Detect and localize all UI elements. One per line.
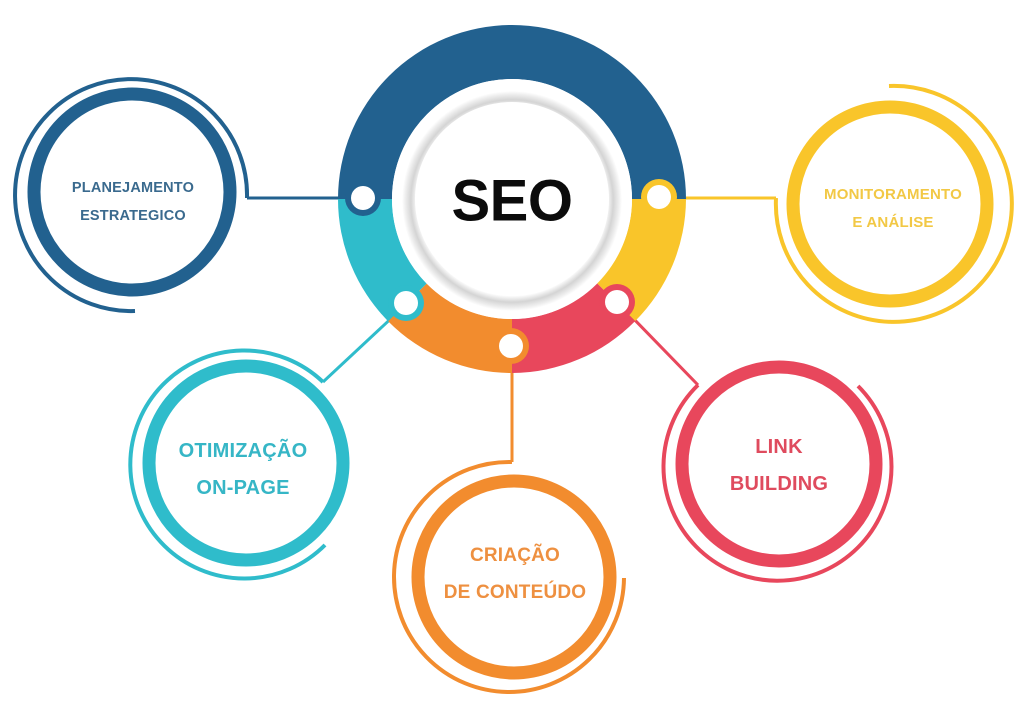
satellite-arc-criacao: [392, 459, 626, 694]
hub-disc-inner: [415, 102, 609, 296]
label-line: CRIAÇÃO: [469, 545, 561, 566]
hub-nodes: [345, 179, 677, 364]
label-line: MONITORAMENTO: [824, 186, 962, 203]
label-line: ON-PAGE: [196, 477, 290, 499]
hub-title: SEO: [451, 168, 574, 234]
label-line: BUILDING: [729, 473, 829, 495]
label-monitoramento-analise: MONITORAMENTO E ANÁLISE: [824, 181, 962, 237]
satellite-arc-monitoramento: [773, 83, 1014, 324]
satellite-planejamento: [13, 77, 250, 314]
label-line: LINK: [755, 436, 803, 458]
node-dot-yellow: [647, 185, 671, 209]
connectors: [247, 196, 776, 462]
label-line: PLANEJAMENTO: [71, 180, 195, 196]
label-line: E ANÁLISE: [852, 214, 934, 231]
satellite-link: [661, 360, 894, 583]
connector-otimizacao: [321, 310, 400, 384]
label-line: ESTRATEGICO: [80, 208, 186, 224]
satellite-ring-monitoramento: [786, 100, 994, 308]
label-line: DE CONTEÚDO: [443, 582, 587, 603]
node-dot-red: [605, 290, 629, 314]
label-planejamento-estrategico: PLANEJAMENTO ESTRATEGICO: [72, 174, 194, 230]
connector-link: [626, 311, 700, 387]
satellite-arc-planejamento: [13, 77, 250, 314]
satellite-monitoramento: [773, 83, 1014, 324]
node-dot-teal: [394, 291, 418, 315]
label-criacao-conteudo: CRIAÇÃO DE CONTEÚDO: [444, 537, 587, 611]
satellite-ring-link: [675, 360, 883, 568]
satellite-ring-planejamento: [27, 87, 237, 297]
satellite-arc-otimizacao: [128, 348, 327, 581]
satellite-otimizacao: [128, 348, 350, 581]
satellite-criacao: [392, 459, 626, 694]
satellite-ring-otimizacao: [142, 359, 350, 567]
label-line: OTIMIZAÇÃO: [178, 440, 308, 462]
satellite-arc-link: [661, 383, 894, 583]
node-dot-orange: [499, 334, 523, 358]
satellite-ring-criacao: [411, 474, 617, 680]
ring-segment-blue: [338, 25, 686, 199]
label-link-building: LINK BUILDING: [730, 429, 828, 503]
node-dot-blue: [351, 186, 375, 210]
label-otimizacao-on-page: OTIMIZAÇÃO ON-PAGE: [179, 433, 308, 507]
